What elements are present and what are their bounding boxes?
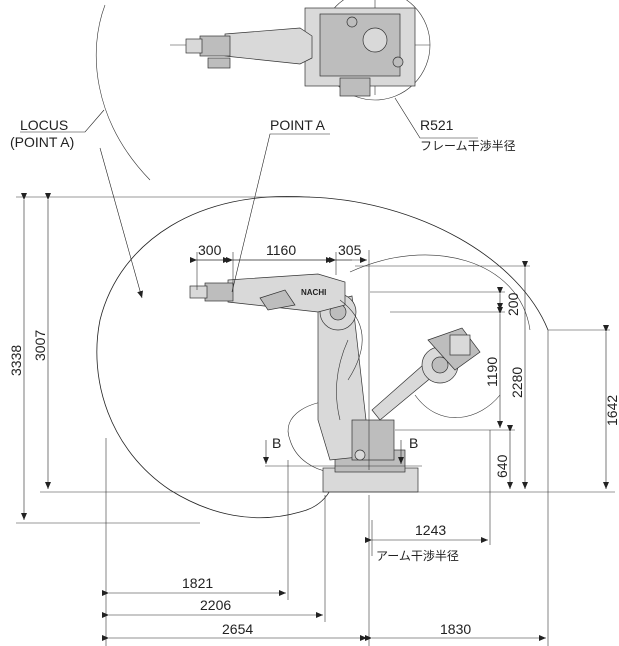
reach-pose-robot [371,327,481,421]
r521-label: R521 [420,117,454,133]
top-locus-arc [95,4,151,181]
dim-1190: 1190 [484,357,500,387]
dim-300: 300 [198,242,222,258]
dim-2654: 2654 [222,621,253,637]
dim-640: 640 [494,454,510,478]
dim-3338: 3338 [8,345,24,376]
side-locus-arc-outer [96,195,341,519]
frame-radius-label: フレーム干渉半径 [420,138,516,153]
arm-lower-arc [287,399,341,473]
dim-3007: 3007 [32,330,48,361]
arm-radius-label: アーム干渉半径 [376,548,459,563]
text-labels: LOCUS (POINT A) POINT A R521 フレーム干渉半径 B … [8,117,619,637]
dim-305: 305 [338,242,362,258]
leader-lines [20,97,478,556]
dim-1160: 1160 [266,242,296,258]
dim-1243: 1243 [415,522,446,538]
dim-1642: 1642 [604,395,619,426]
side-locus-arc-right [306,196,549,331]
section-b-left: B [272,435,281,451]
brand-label: NACHI [301,288,326,297]
dim-2280: 2280 [509,367,525,398]
point-a-label: POINT A [270,117,326,133]
section-b-right: B [409,435,418,451]
dim-200: 200 [505,292,521,316]
top-view-robot [170,0,431,101]
dimension-lines [21,193,609,641]
locus-label-line2: (POINT A) [10,134,74,150]
dim-1830: 1830 [440,621,471,637]
side-view-robot: NACHI [189,273,419,493]
locus-label-line1: LOCUS [20,117,68,133]
dim-1821: 1821 [182,575,213,591]
dim-2206: 2206 [200,597,231,613]
